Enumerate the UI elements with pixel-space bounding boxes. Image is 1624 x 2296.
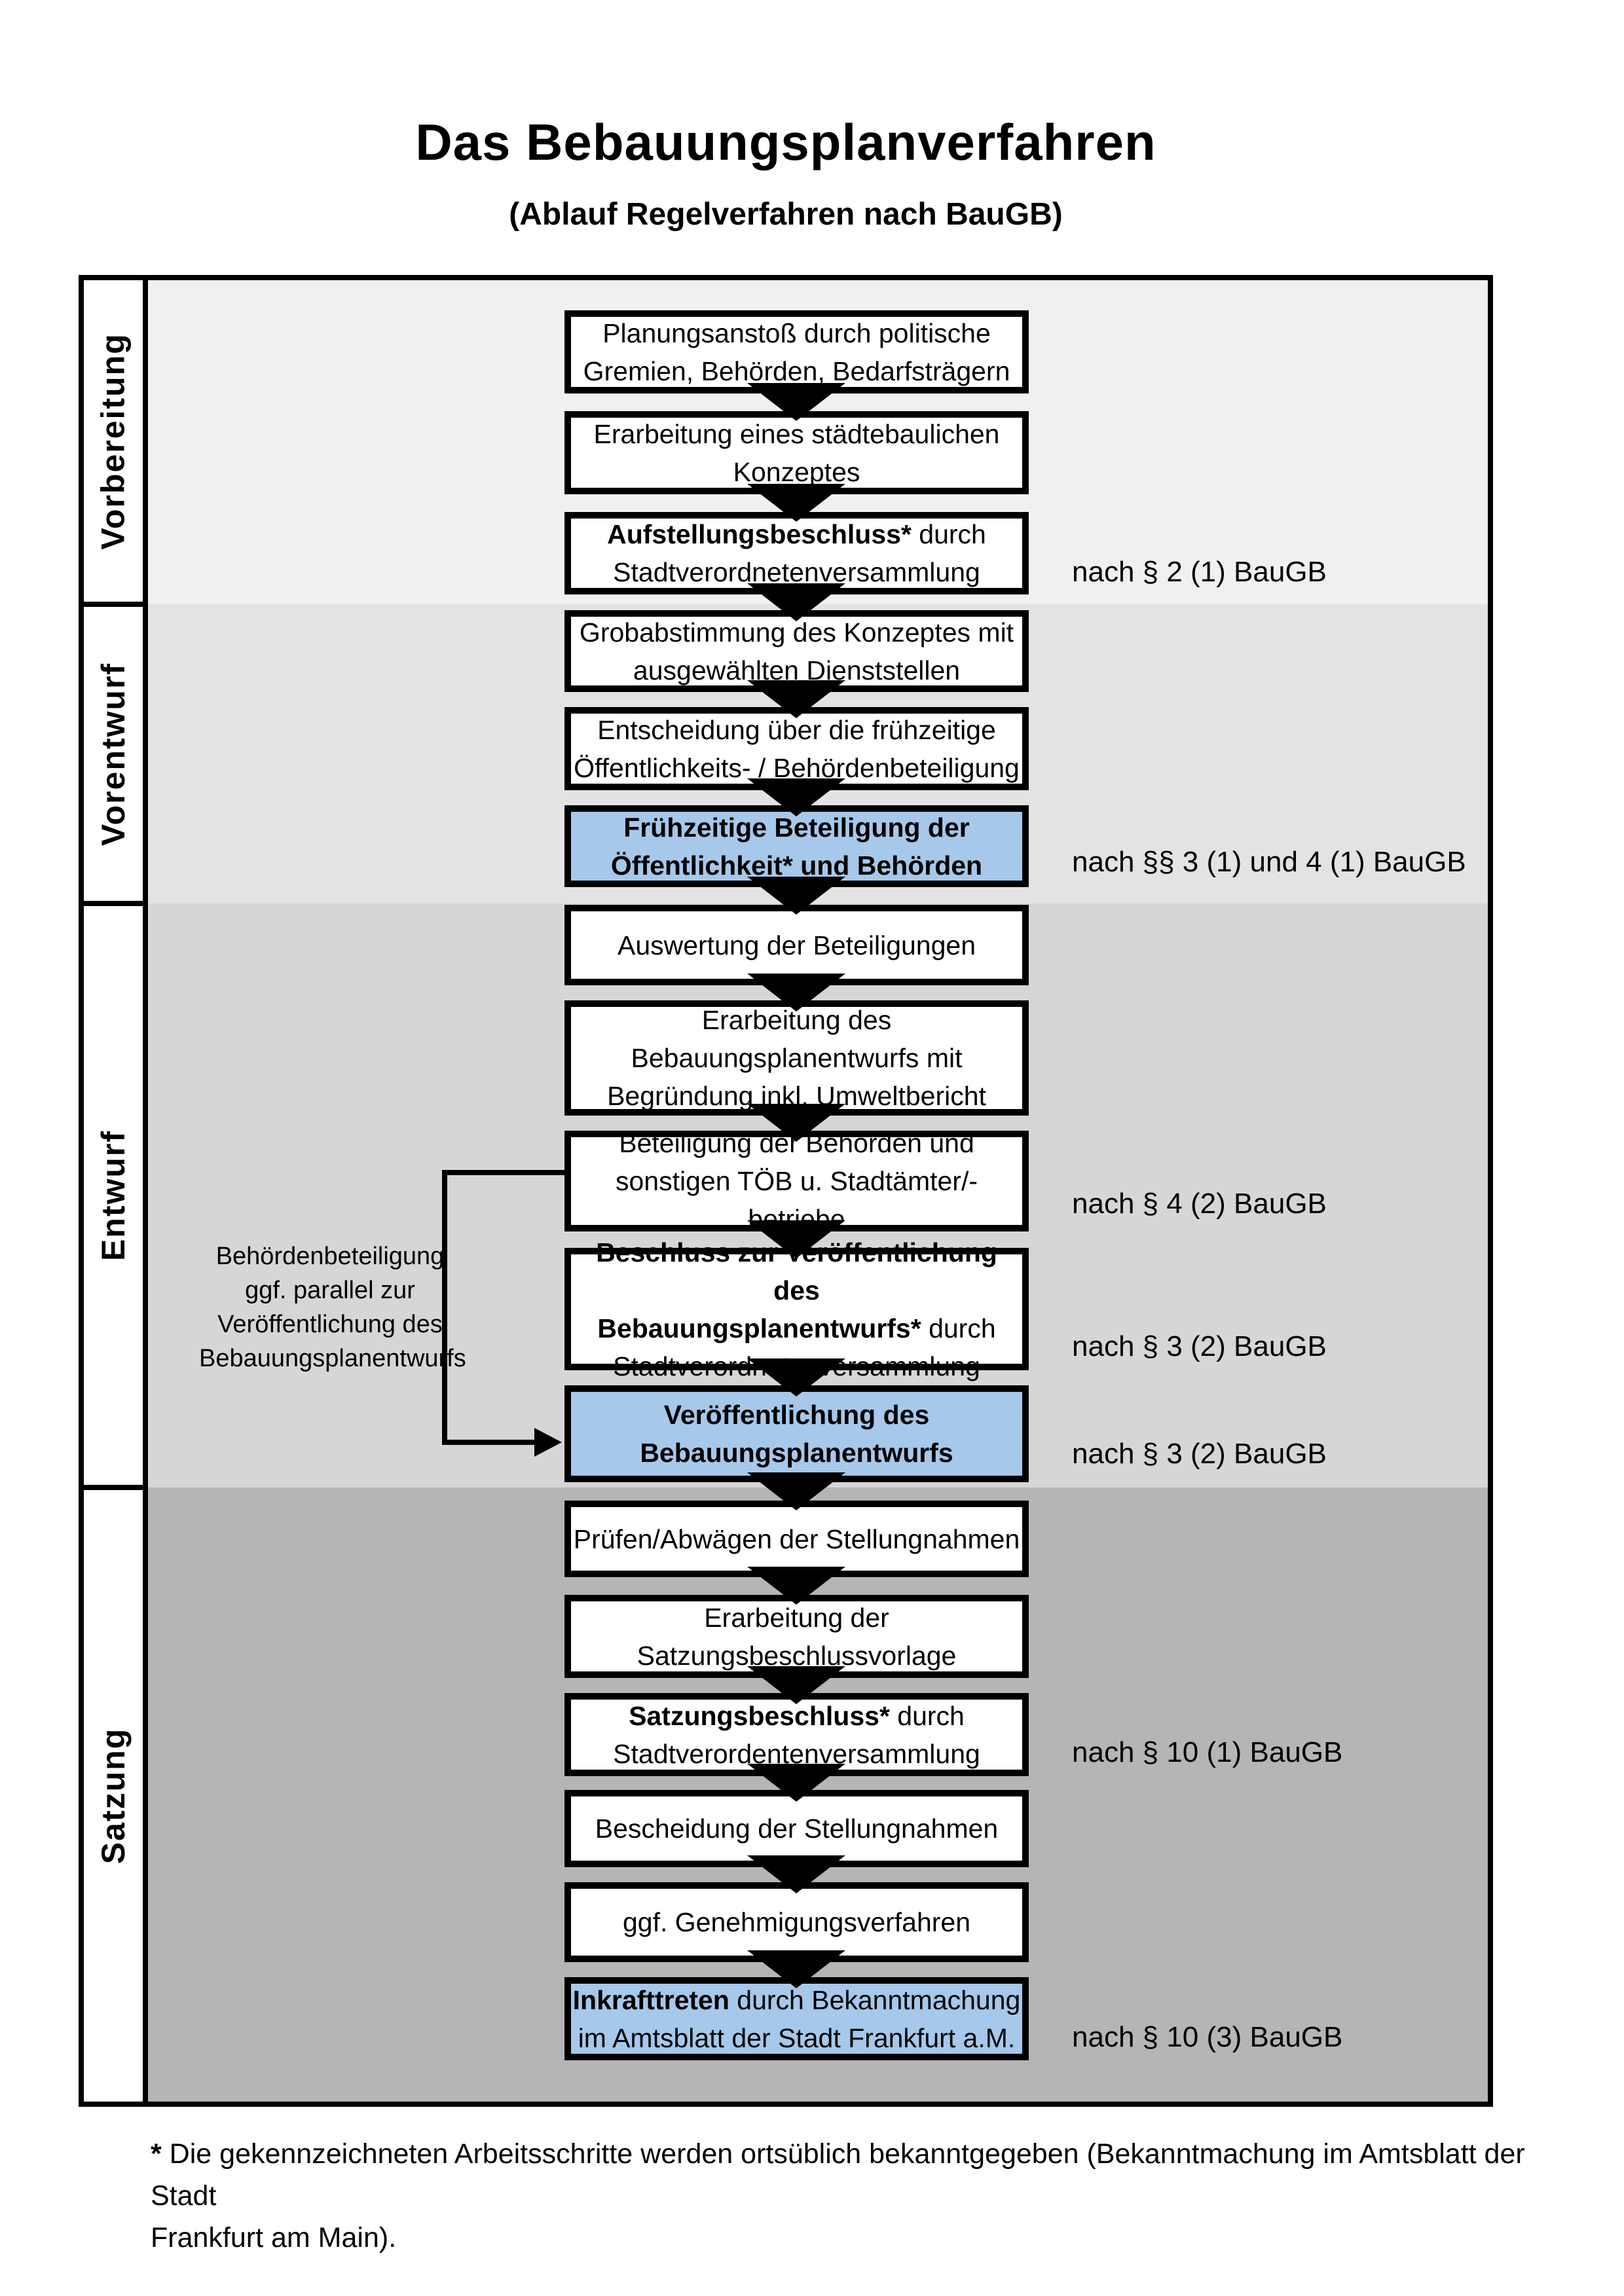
- sidebar-label-vorentwurf: Vorentwurf: [95, 662, 132, 846]
- down-arrow-icon: [747, 680, 845, 718]
- legal-ref-3-2-b: nach § 3 (2) BauGB: [1072, 1438, 1327, 1470]
- legal-ref-10-1: nach § 10 (1) BauGB: [1072, 1736, 1343, 1768]
- bracket-arrowhead-icon: [534, 1428, 562, 1457]
- bracket-vertical-line: [442, 1170, 447, 1445]
- down-arrow-icon: [747, 484, 845, 522]
- legal-ref-10-3: nach § 10 (3) BauGB: [1072, 2021, 1343, 2053]
- diagram-frame: Vorbereitung Vorentwurf Entwurf Satzung …: [79, 275, 1493, 2107]
- sidebar-cell-vorbereitung: Vorbereitung: [84, 280, 143, 602]
- sidebar-label-satzung: Satzung: [95, 1727, 132, 1865]
- sidebar-label-entwurf: Entwurf: [95, 1129, 132, 1262]
- page-title: Das Bebauungsplanverfahren: [415, 113, 1156, 171]
- down-arrow-icon: [747, 1855, 845, 1893]
- sidebar-label-vorbereitung: Vorbereitung: [95, 332, 132, 550]
- sidebar-cell-satzung: Satzung: [84, 1490, 143, 2102]
- down-arrow-icon: [747, 1950, 845, 1988]
- sidebar-separator-2: [84, 901, 148, 906]
- down-arrow-icon: [747, 1764, 845, 1802]
- flow-box-pruefen-abwaegen: Prüfen/Abwägen der Stellungnahmen: [564, 1501, 1029, 1577]
- sidebar-cell-entwurf: Entwurf: [84, 906, 143, 1485]
- footnote: * Die gekennzeichneten Arbeitsschritte w…: [151, 2138, 1525, 2253]
- down-arrow-icon: [747, 1666, 845, 1704]
- down-arrow-icon: [747, 1104, 845, 1142]
- legal-ref-2-1: nach § 2 (1) BauGB: [1072, 556, 1327, 588]
- sidebar-cell-vorentwurf: Vorentwurf: [84, 607, 143, 901]
- legal-ref-3-2-a: nach § 3 (2) BauGB: [1072, 1330, 1327, 1362]
- down-arrow-icon: [747, 1472, 845, 1510]
- down-arrow-icon: [747, 583, 845, 621]
- legal-ref-3-1-4-1: nach §§ 3 (1) und 4 (1) BauGB: [1072, 846, 1466, 878]
- down-arrow-icon: [747, 1220, 845, 1258]
- down-arrow-icon: [747, 778, 845, 816]
- down-arrow-icon: [747, 383, 845, 421]
- sidebar-separator-3: [84, 1485, 148, 1490]
- down-arrow-icon: [747, 974, 845, 1011]
- page-subtitle: (Ablauf Regelverfahren nach BauGB): [509, 197, 1063, 232]
- bracket-top-line: [442, 1170, 564, 1175]
- bracket-bottom-line: [442, 1440, 537, 1445]
- legal-ref-4-2: nach § 4 (2) BauGB: [1072, 1188, 1327, 1220]
- sidebar-separator-1: [84, 602, 148, 607]
- down-arrow-icon: [747, 877, 845, 915]
- sidebar-divider: [143, 280, 148, 2102]
- down-arrow-icon: [747, 1567, 845, 1605]
- down-arrow-icon: [747, 1358, 845, 1396]
